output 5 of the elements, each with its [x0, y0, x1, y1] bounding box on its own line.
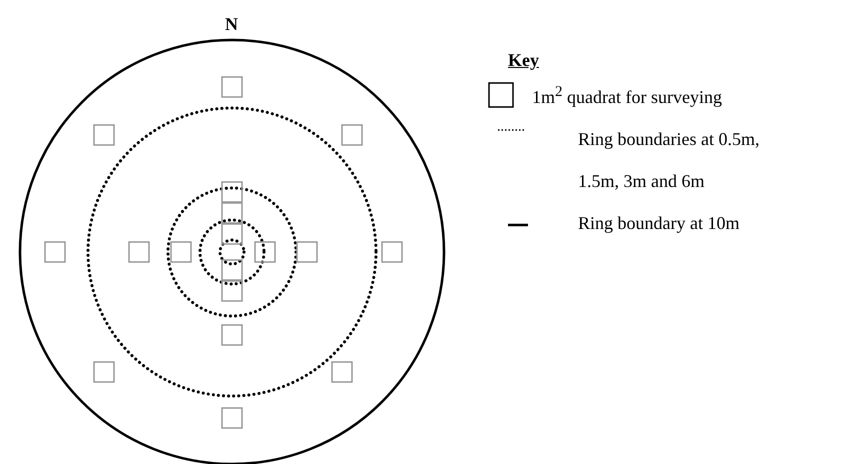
key-text: 1m$^{2}$ quadrat for surveying	[532, 83, 723, 109]
compass-label: N	[225, 14, 238, 36]
key-heading: Key	[508, 50, 539, 72]
key-text: Ring boundary at 10m	[578, 213, 740, 235]
key-text: Ring boundaries at 0.5m, 1.5m, 3m and 6m	[578, 128, 760, 193]
